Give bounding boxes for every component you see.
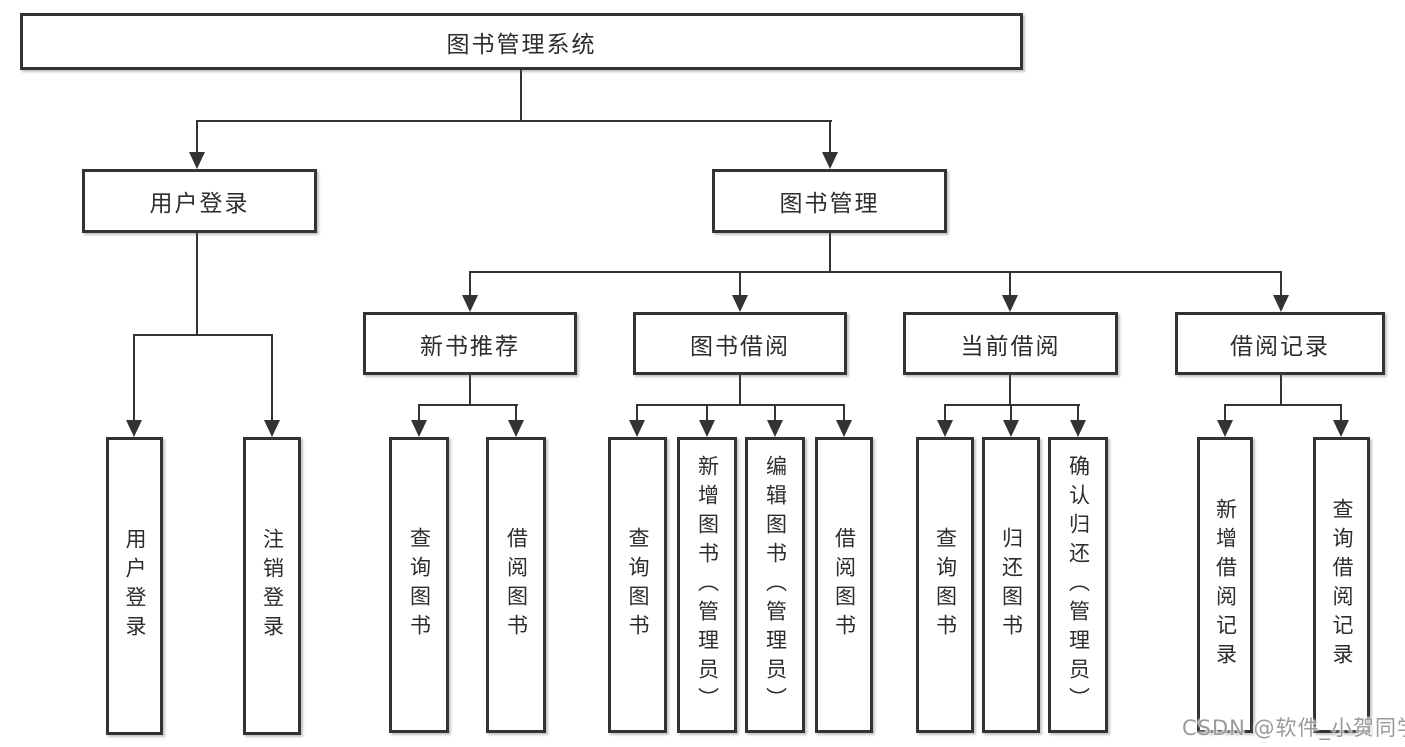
leaf-add-borrow-record: 新增借阅记录 — [1197, 437, 1253, 733]
connector-shaft — [1009, 271, 1011, 297]
connector-mgmt-shaft — [829, 120, 831, 158]
arrow-down-icon — [264, 420, 280, 437]
leaf-return-book: 归还图书 — [982, 437, 1040, 733]
leaf-label: 新增图书（管理员） — [695, 454, 720, 716]
leaf-borrow-books-1: 借阅图书 — [486, 437, 546, 733]
connector-shaft — [271, 334, 273, 422]
leaf-confirm-return-admin: 确认归还（管理员） — [1048, 437, 1108, 733]
arrow-down-icon — [411, 420, 427, 437]
leaf-label: 借阅图书 — [832, 527, 857, 643]
leaf-label: 查询图书 — [626, 527, 650, 643]
leaf-label: 编辑图书（管理员） — [763, 454, 788, 716]
connector-shaft — [1224, 404, 1226, 424]
leaf-label: 确认归还（管理员） — [1066, 454, 1091, 716]
arrow-down-icon — [767, 420, 783, 437]
node-user-login: 用户登录 — [82, 169, 317, 233]
arrow-down-icon — [189, 152, 205, 169]
connector-mgmt-stem — [829, 231, 831, 273]
connector-login-children-bar — [133, 334, 273, 336]
arrow-down-icon — [126, 420, 142, 437]
connector-group1-bar — [418, 404, 518, 406]
arrow-down-icon — [1273, 295, 1289, 312]
node-book-management: 图书管理 — [712, 169, 947, 233]
leaf-label: 查询图书 — [407, 527, 432, 643]
leaf-label: 借阅图书 — [504, 527, 529, 643]
connector-group2-stem — [739, 373, 741, 406]
connector-group3-bar — [944, 404, 1080, 406]
node-root: 图书管理系统 — [20, 13, 1023, 70]
node-new-book-recommend: 新书推荐 — [363, 312, 577, 375]
leaf-label: 新增借阅记录 — [1213, 498, 1238, 672]
csdn-watermark: CSDN @软件_小贺同学 — [1182, 716, 1405, 740]
leaf-logout: 注销登录 — [243, 437, 301, 735]
leaf-borrow-books-2: 借阅图书 — [815, 437, 873, 733]
arrow-down-icon — [822, 152, 838, 169]
connector-shaft — [739, 271, 741, 297]
leaf-label: 查询借阅记录 — [1330, 498, 1354, 672]
connector-login-shaft — [196, 120, 198, 158]
arrow-down-icon — [1217, 420, 1233, 437]
connector-root-stem — [520, 66, 522, 122]
arrow-down-icon — [1003, 420, 1019, 437]
leaf-label: 注销登录 — [260, 528, 285, 644]
connector-shaft — [706, 404, 708, 424]
arrow-down-icon — [508, 420, 524, 437]
leaf-query-books-3: 查询图书 — [916, 437, 974, 733]
connector-login-stem — [196, 231, 198, 336]
leaf-query-books-2: 查询图书 — [608, 437, 667, 733]
connector-shaft — [843, 404, 845, 424]
connector-level3-bar — [469, 271, 1282, 273]
arrow-down-icon — [1333, 420, 1349, 437]
leaf-edit-book-admin: 编辑图书（管理员） — [745, 437, 805, 733]
connector-group3-stem — [1009, 373, 1011, 406]
node-borrow-records: 借阅记录 — [1175, 312, 1385, 375]
leaf-query-books-1: 查询图书 — [389, 437, 449, 733]
arrow-down-icon — [629, 420, 645, 437]
leaf-add-book-admin: 新增图书（管理员） — [677, 437, 737, 733]
connector-group2-bar — [636, 404, 845, 406]
leaf-label: 归还图书 — [999, 527, 1024, 643]
connector-shaft — [1280, 271, 1282, 297]
connector-group1-stem — [469, 373, 471, 406]
connector-level2-bar — [196, 120, 832, 122]
arrow-down-icon — [1070, 420, 1086, 437]
leaf-label: 查询图书 — [933, 527, 958, 643]
leaf-query-borrow-record: 查询借阅记录 — [1313, 437, 1370, 733]
node-current-borrow: 当前借阅 — [903, 312, 1118, 375]
connector-shaft — [944, 404, 946, 424]
leaf-label: 用户登录 — [123, 528, 147, 644]
connector-shaft — [469, 271, 471, 297]
node-book-borrow: 图书借阅 — [633, 312, 847, 375]
arrow-down-icon — [462, 295, 478, 312]
connector-shaft — [1340, 404, 1342, 424]
connector-group4-stem — [1280, 373, 1282, 406]
leaf-user-login: 用户登录 — [106, 437, 163, 735]
connector-shaft — [133, 334, 135, 422]
connector-shaft — [636, 404, 638, 424]
connector-shaft — [418, 404, 420, 424]
connector-shaft — [1010, 404, 1012, 424]
connector-shaft — [1077, 404, 1079, 424]
connector-shaft — [774, 404, 776, 424]
connector-group4-bar — [1224, 404, 1342, 406]
arrow-down-icon — [1002, 295, 1018, 312]
arrow-down-icon — [836, 420, 852, 437]
connector-shaft — [515, 404, 517, 424]
arrow-down-icon — [937, 420, 953, 437]
arrow-down-icon — [699, 420, 715, 437]
arrow-down-icon — [732, 295, 748, 312]
